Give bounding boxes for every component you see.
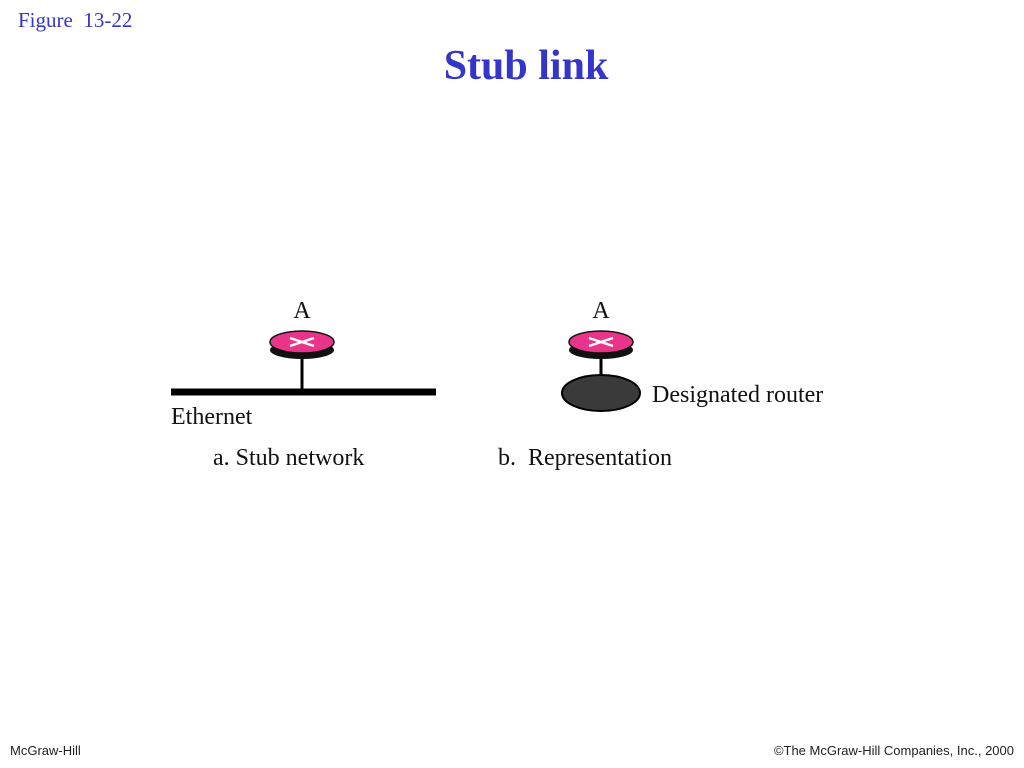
ethernet-label: Ethernet — [171, 404, 253, 430]
stub-network-diagram: A Ethernet a. Stub network — [171, 298, 436, 471]
slide-title: Stub link — [443, 43, 609, 89]
representation-diagram: A Designated router b. Representation — [498, 298, 823, 471]
figure-number: Figure 13-22 — [18, 8, 133, 32]
router-a-label: A — [293, 298, 311, 324]
router-a-label-b: A — [592, 298, 610, 324]
stub-network-caption: a. Stub network — [213, 445, 364, 471]
footer-publisher: McGraw-Hill — [10, 743, 81, 758]
representation-caption: b. Representation — [498, 445, 672, 471]
footer-copyright: ©The McGraw-Hill Companies, Inc., 2000 — [773, 743, 1014, 758]
router-a-icon — [269, 330, 335, 359]
designated-router-label: Designated router — [652, 382, 823, 408]
designated-router-node — [561, 374, 641, 412]
router-a-icon-b — [568, 330, 634, 359]
